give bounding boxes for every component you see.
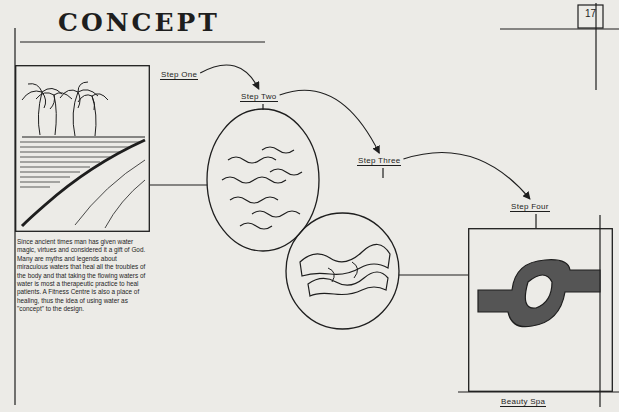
ellipse-outline [285, 212, 400, 330]
step-heading: Step One [160, 70, 198, 80]
rect-outline [468, 228, 613, 392]
step-arrow [403, 152, 529, 199]
step-heading: Step Three [357, 156, 401, 166]
step-heading: Step Two [240, 92, 278, 102]
sheet-title: CONCEPT [58, 8, 220, 37]
concept-note: Since ancient times man has given water … [17, 238, 149, 314]
link-line [150, 184, 207, 185]
rect-outline [15, 65, 150, 232]
step-arrow [200, 65, 259, 89]
caption-label: Beauty Spa [500, 397, 546, 407]
step-heading: Step Four [510, 202, 550, 212]
sheet-number: 17 [578, 8, 603, 19]
spa-box: Step FourBeauty Spa [468, 228, 613, 392]
picture-box: Step One [15, 65, 150, 232]
link-line [399, 274, 468, 275]
concept-circle: Step Three [285, 212, 400, 330]
